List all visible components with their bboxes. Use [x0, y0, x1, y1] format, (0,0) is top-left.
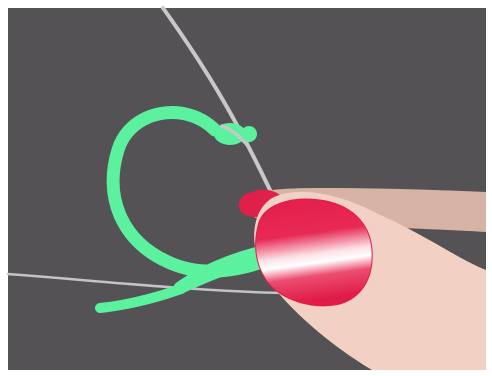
- illustration-frame: [0, 0, 492, 376]
- knot-tying-scene: [0, 0, 492, 376]
